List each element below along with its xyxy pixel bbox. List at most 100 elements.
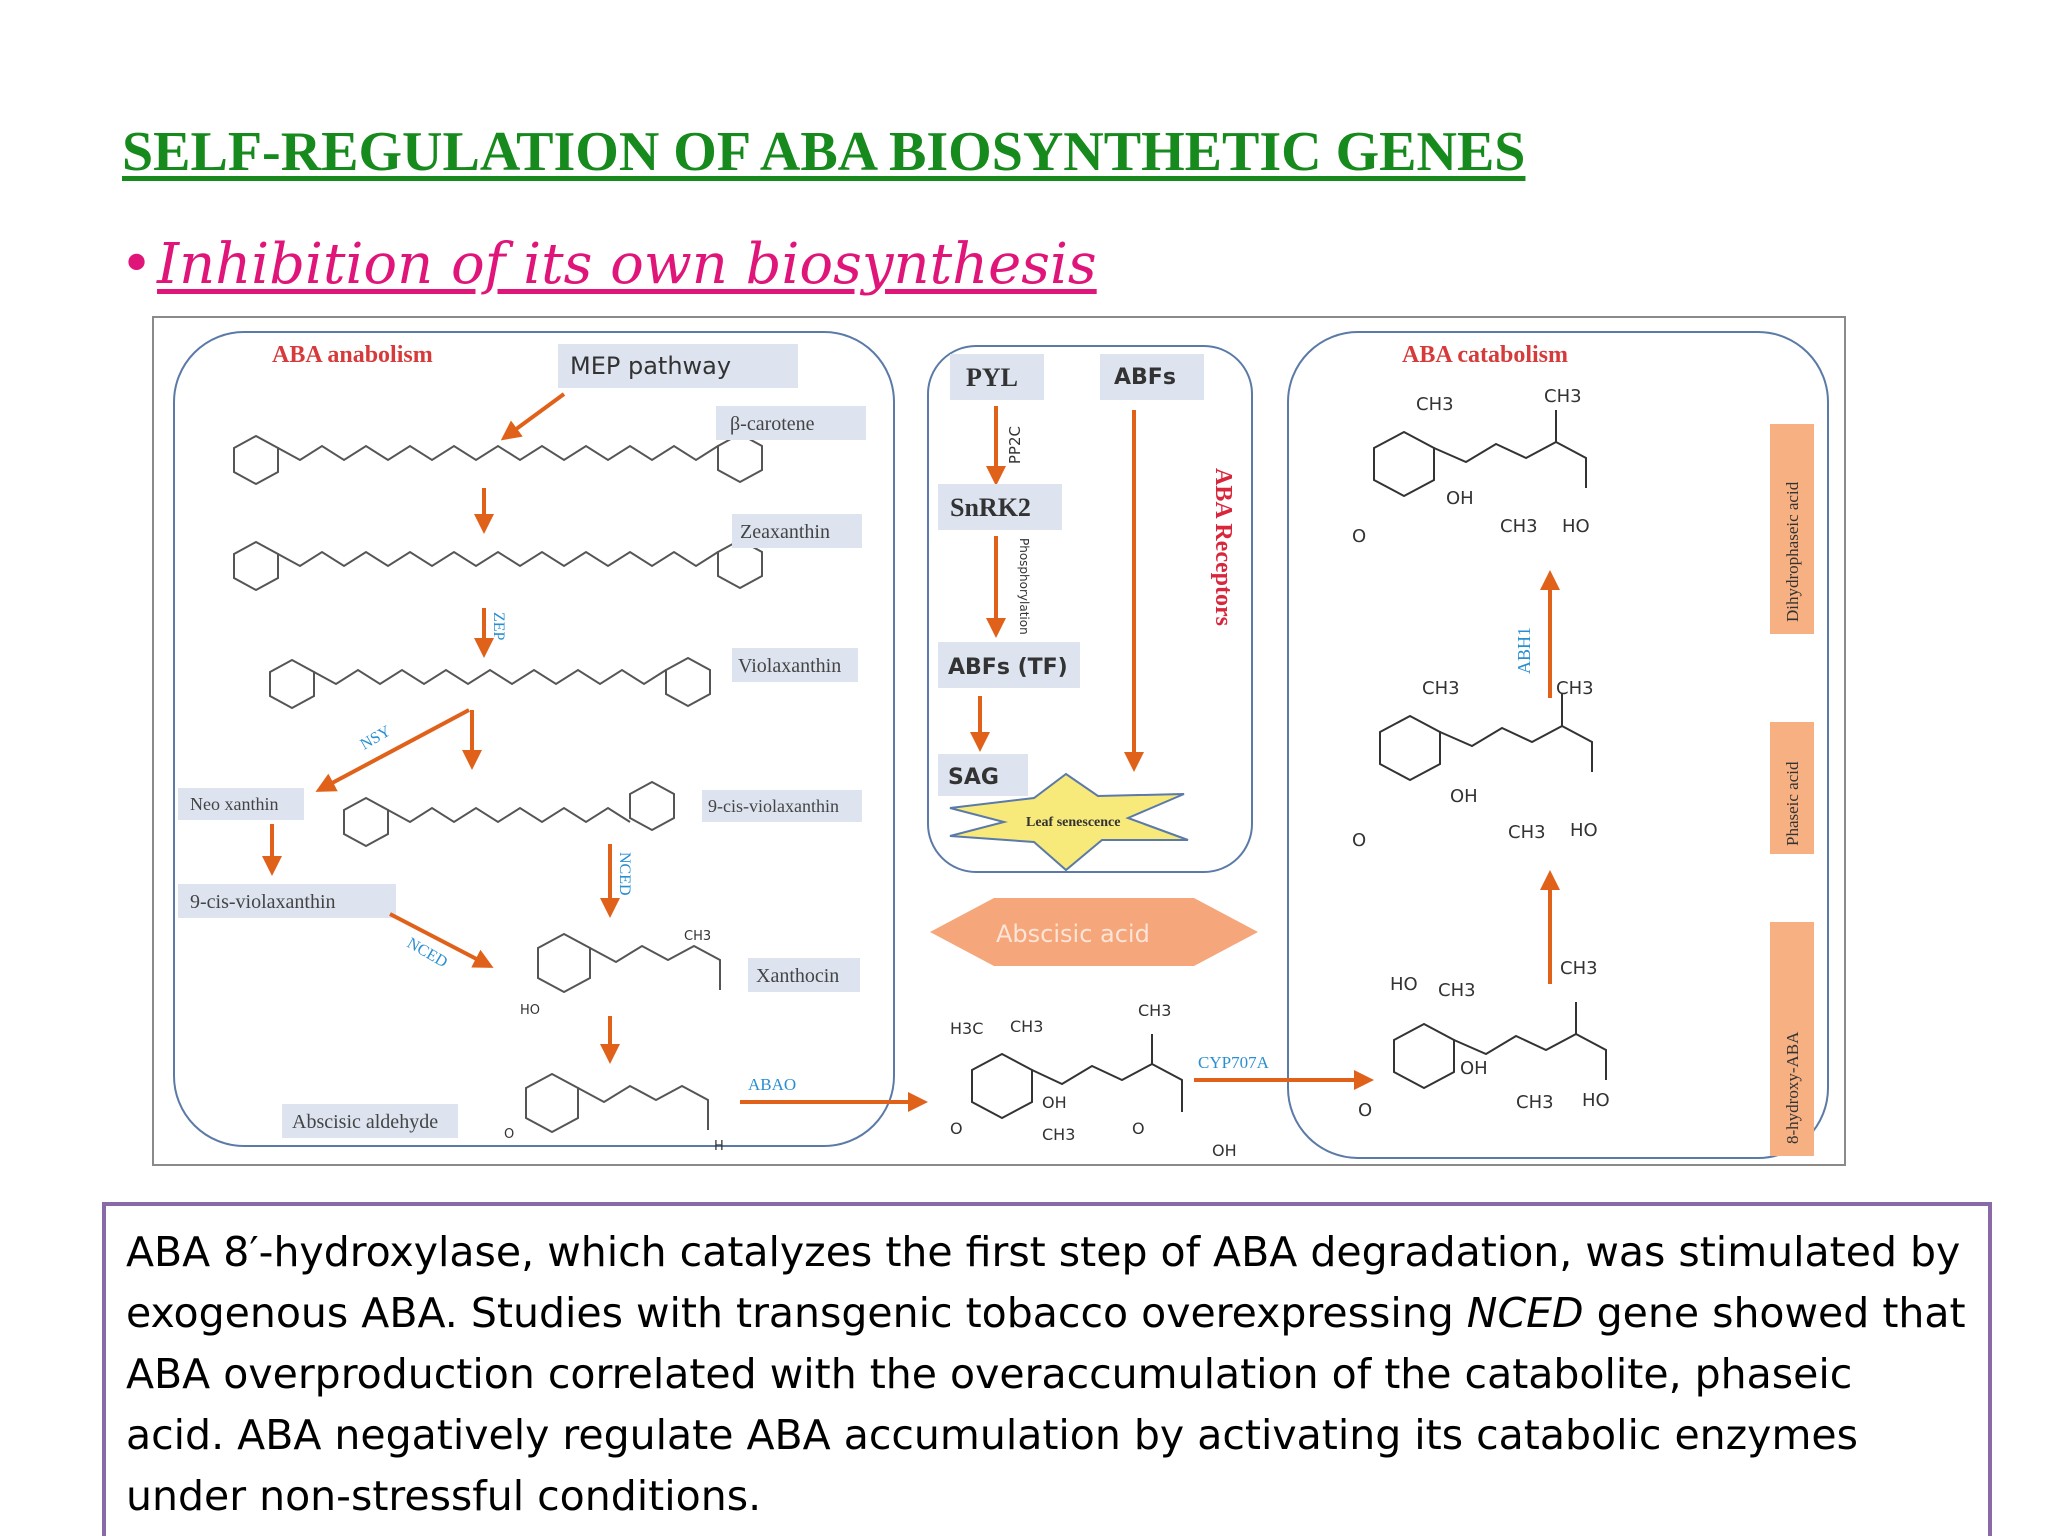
abfs-box xyxy=(1100,354,1204,400)
note-line-1: ABA 8′-hydroxylase, which catalyzes the … xyxy=(126,1228,1961,1276)
abfs-label: ABFs xyxy=(1114,365,1176,390)
9-cis-right-box xyxy=(702,790,862,822)
note-line-2a: exogenous ABA. Studies with transgenic t… xyxy=(126,1289,1467,1337)
xanthocin-ho: HO xyxy=(520,1003,540,1018)
snrk2-box xyxy=(938,484,1062,530)
ha-ch3-c: CH3 xyxy=(1516,1092,1554,1113)
aa-ch3-b: CH3 xyxy=(1138,1001,1171,1020)
aba-receptors-label: ABA Receptors xyxy=(1210,468,1236,626)
pathway-diagram-svg: ABA anabolism MEP pathway β-carotene Zea… xyxy=(173,331,1829,1160)
dpa-ho: HO xyxy=(1562,516,1590,537)
aldehyde-label: Abscisic aldehyde xyxy=(292,1111,438,1133)
aa-h3c: H3C xyxy=(950,1019,983,1038)
hydroxy-aba-box xyxy=(1770,922,1814,1156)
abfs-tf-label: ABFs (TF) xyxy=(948,655,1068,680)
dpa-o: O xyxy=(1352,526,1366,547)
beta-carotene-box xyxy=(716,406,866,440)
9-cis-right-label: 9-cis-violaxanthin xyxy=(708,796,839,816)
pa-ch3-b: CH3 xyxy=(1556,678,1594,699)
dihydrophaseic-structure xyxy=(1373,410,1587,498)
pp2c-label: PP2C xyxy=(1006,426,1024,464)
zep-enzyme: ZEP xyxy=(490,612,507,641)
leaf-senescence-burst xyxy=(949,772,1189,872)
abscisic-acid-hexagon xyxy=(930,898,1258,966)
ha-ho-acid: HO xyxy=(1582,1090,1610,1111)
aa-acid-o: O xyxy=(1132,1119,1145,1138)
phosphorylation-label: Phosphorylation xyxy=(1017,538,1031,635)
phaseic-acid-box xyxy=(1770,722,1814,854)
aa-oh: OH xyxy=(1042,1093,1067,1112)
catabolism-panel xyxy=(1287,331,1829,1159)
bullet-point: •Inhibition of its own biosynthesis xyxy=(120,232,1097,297)
dpa-ch3-b: CH3 xyxy=(1544,386,1582,407)
neo-xanthin-label: Neo xanthin xyxy=(190,794,278,814)
aldehyde-o: O xyxy=(504,1127,514,1142)
note-line-2c: gene showed that xyxy=(1583,1289,1966,1337)
hydroxy-aba-structure xyxy=(1393,1002,1607,1090)
pyl-label: PYL xyxy=(966,363,1018,392)
hydroxy-aba-label: 8-hydroxy-ABA xyxy=(1783,1031,1802,1144)
pa-o: O xyxy=(1352,830,1366,851)
mep-arrow xyxy=(500,392,566,441)
note-line-3: ABA overproduction correlated with the o… xyxy=(126,1350,1853,1398)
catabolism-heading: ABA catabolism xyxy=(1402,342,1568,368)
pa-ch3-c: CH3 xyxy=(1508,822,1546,843)
aldehyde-h: H xyxy=(714,1139,724,1154)
mep-pathway-box xyxy=(558,344,798,388)
snrk2-label: SnRK2 xyxy=(950,493,1031,522)
beta-carotene-label: β-carotene xyxy=(730,413,815,435)
violaxanthin-structure xyxy=(269,656,711,710)
phaseic-acid-structure xyxy=(1379,694,1593,782)
neo-xanthin-box xyxy=(178,788,304,820)
aa-acid-oh: OH xyxy=(1212,1141,1237,1160)
dihydrophaseic-label: Dihydrophaseic acid xyxy=(1783,481,1802,622)
ha-oh: OH xyxy=(1460,1058,1488,1079)
explanation-box: ABA 8′-hydroxylase, which catalyzes the … xyxy=(102,1202,1992,1536)
mep-pathway-label: MEP pathway xyxy=(570,352,731,380)
note-line-4: acid. ABA negatively regulate ABA accumu… xyxy=(126,1411,1858,1459)
pyl-box xyxy=(950,354,1044,400)
beta-carotene-structure xyxy=(233,432,763,486)
dihydrophaseic-box xyxy=(1770,424,1814,634)
xanthocin-box xyxy=(748,958,860,992)
abh1-enzyme: ABH1 xyxy=(1514,627,1534,674)
aa-ch3-a: CH3 xyxy=(1010,1017,1043,1036)
9-cis-left-box xyxy=(178,884,396,918)
anabolism-heading: ABA anabolism xyxy=(272,342,433,368)
abao-enzyme: ABAO xyxy=(748,1075,796,1094)
9-cis-left-label: 9-cis-violaxanthin xyxy=(190,891,336,913)
zeaxanthin-label: Zeaxanthin xyxy=(740,521,830,543)
pa-oh: OH xyxy=(1450,786,1478,807)
nced-vertical-enzyme: NCED xyxy=(616,852,633,896)
nsy-enzyme: NSY xyxy=(358,723,395,754)
xanthocin-structure xyxy=(537,932,721,994)
ha-ho: HO xyxy=(1390,974,1418,995)
dpa-oh: OH xyxy=(1446,488,1474,509)
pa-ch3-a: CH3 xyxy=(1422,678,1460,699)
abscisic-acid-structure xyxy=(971,1034,1183,1120)
phaseic-acid-label: Phaseic acid xyxy=(1783,761,1802,846)
slide-title: SELF-REGULATION OF ABA BIOSYNTHETIC GENE… xyxy=(122,121,1526,183)
9-cis-violaxanthin-structure xyxy=(343,780,675,848)
xanthocin-label: Xanthocin xyxy=(756,965,839,987)
pa-ho: HO xyxy=(1570,820,1598,841)
signaling-panel xyxy=(927,345,1253,873)
aa-o: O xyxy=(950,1119,963,1138)
abscisic-aldehyde-structure xyxy=(525,1072,709,1134)
aldehyde-box xyxy=(282,1104,458,1138)
note-line-2: exogenous ABA. Studies with transgenic t… xyxy=(126,1283,1968,1344)
aba-pathway-figure: ABA anabolism MEP pathway β-carotene Zea… xyxy=(152,316,1846,1166)
note-nced-gene: NCED xyxy=(1466,1289,1584,1337)
dpa-ch3-c: CH3 xyxy=(1500,516,1538,537)
zeaxanthin-box xyxy=(732,514,862,548)
ha-o: O xyxy=(1358,1100,1372,1121)
violaxanthin-label: Violaxanthin xyxy=(738,655,841,677)
bullet-dot-icon: • xyxy=(120,232,154,297)
bullet-text: Inhibition of its own biosynthesis xyxy=(157,232,1097,297)
zeaxanthin-structure xyxy=(233,538,763,592)
xanthocin-ch3: CH3 xyxy=(684,929,711,944)
cyp707a-enzyme: CYP707A xyxy=(1198,1053,1270,1072)
aa-ch3-c: CH3 xyxy=(1042,1125,1075,1144)
ha-ch3-a: CH3 xyxy=(1438,980,1476,1001)
dpa-ch3-a: CH3 xyxy=(1416,394,1454,415)
